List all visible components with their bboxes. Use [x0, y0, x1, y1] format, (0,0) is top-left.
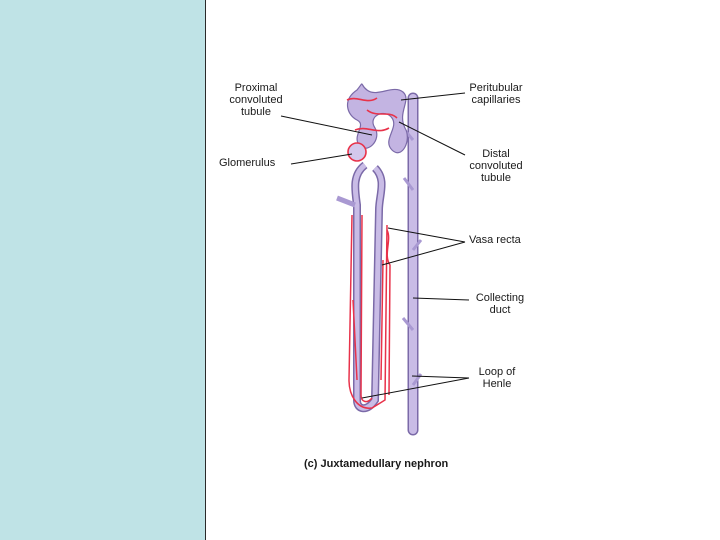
vasa-recta-leader-1	[388, 228, 465, 242]
peritubular-leader	[401, 93, 465, 100]
label-peritubular-capillaries: Peritubular capillaries	[464, 82, 528, 106]
collecting-leader	[413, 298, 469, 300]
leader-lines	[207, 0, 720, 540]
loop-leader-1	[412, 376, 469, 378]
proximal-leader	[281, 116, 372, 135]
label-glomerulus: Glomerulus	[219, 157, 275, 169]
glomerulus-leader	[291, 154, 352, 164]
vasa-recta-leader-2	[382, 242, 465, 265]
distal-leader	[399, 122, 465, 155]
label-distal-convoluted-tubule: Distal convoluted tubule	[464, 148, 528, 184]
side-panel	[0, 0, 206, 540]
label-vasa-recta: Vasa recta	[469, 234, 521, 246]
label-proximal-convoluted-tubule: Proximal convoluted tubule	[219, 82, 293, 118]
label-loop-of-henle: Loop of Henle	[469, 366, 525, 390]
figure-caption: (c) Juxtamedullary nephron	[304, 458, 448, 470]
label-collecting-duct: Collecting duct	[469, 292, 531, 316]
loop-leader-2	[362, 378, 469, 398]
nephron-diagram: Proximal convoluted tubule Glomerulus Pe…	[207, 0, 720, 540]
